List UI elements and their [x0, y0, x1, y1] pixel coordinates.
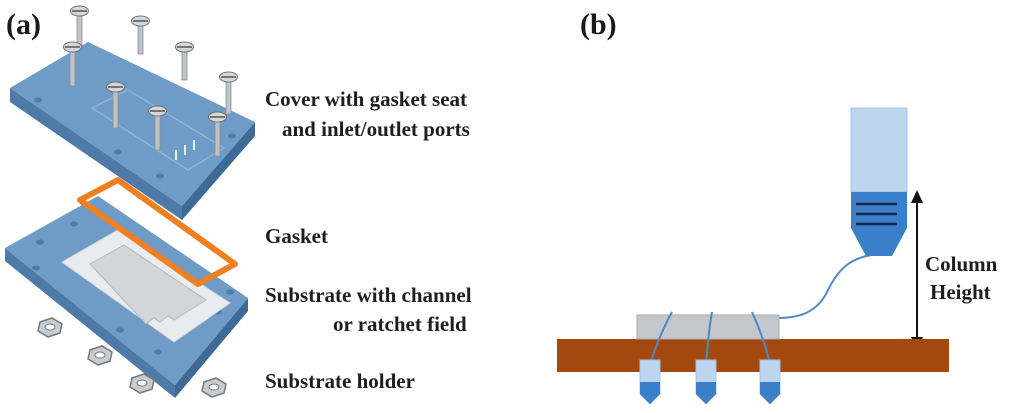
reservoir-empty-part — [850, 107, 908, 193]
screw-icon — [148, 105, 167, 151]
gasket-ring — [77, 177, 238, 287]
panel-a-letter: (a) — [6, 8, 41, 41]
hex-nut-icon — [87, 345, 113, 366]
label-cover-line2: and inlet/outlet ports — [282, 117, 470, 141]
graduation-marks — [856, 202, 897, 226]
panel-b: (b) Column Height — [557, 8, 998, 405]
screw-icon — [208, 111, 227, 157]
vial-icon — [759, 359, 781, 405]
label-holder: Substrate holder — [265, 369, 415, 393]
reservoir-tube — [850, 107, 908, 256]
inlet-outlet-ports — [175, 140, 195, 160]
cover-holes — [34, 97, 236, 179]
cover-side-right — [182, 122, 255, 220]
screw-icon — [106, 81, 125, 129]
cover-side-front — [10, 88, 182, 220]
panel-a: (a) — [5, 5, 472, 398]
ratchet-field — [89, 244, 207, 325]
column-height-arrow — [911, 190, 923, 350]
hex-nut-icon — [37, 317, 63, 338]
hex-nuts — [37, 317, 227, 398]
screw-icon — [175, 41, 194, 81]
screw-icon — [63, 41, 82, 87]
holder-side-right — [175, 298, 248, 398]
screw-icon — [70, 5, 89, 47]
hex-nut-icon — [201, 377, 227, 398]
holder-side-front — [5, 248, 175, 398]
substrate-holder — [5, 196, 248, 398]
vial-icon — [695, 359, 717, 405]
label-column-line2: Height — [930, 280, 991, 304]
vial-icon — [639, 359, 661, 405]
collection-vials — [639, 359, 781, 405]
base-bar — [557, 339, 949, 372]
screws — [63, 5, 238, 157]
hex-nut-icon — [129, 373, 155, 394]
label-substrate-line1: Substrate with channel — [265, 283, 472, 307]
label-column-line1: Column — [925, 252, 998, 276]
reservoir-tubing — [777, 253, 881, 319]
screw-icon — [131, 15, 150, 55]
screw-icon — [219, 71, 238, 115]
label-cover-line1: Cover with gasket seat — [265, 87, 467, 111]
label-substrate-line2: or ratchet field — [333, 312, 467, 336]
label-gasket: Gasket — [265, 224, 328, 248]
panel-b-letter: (b) — [580, 8, 617, 41]
